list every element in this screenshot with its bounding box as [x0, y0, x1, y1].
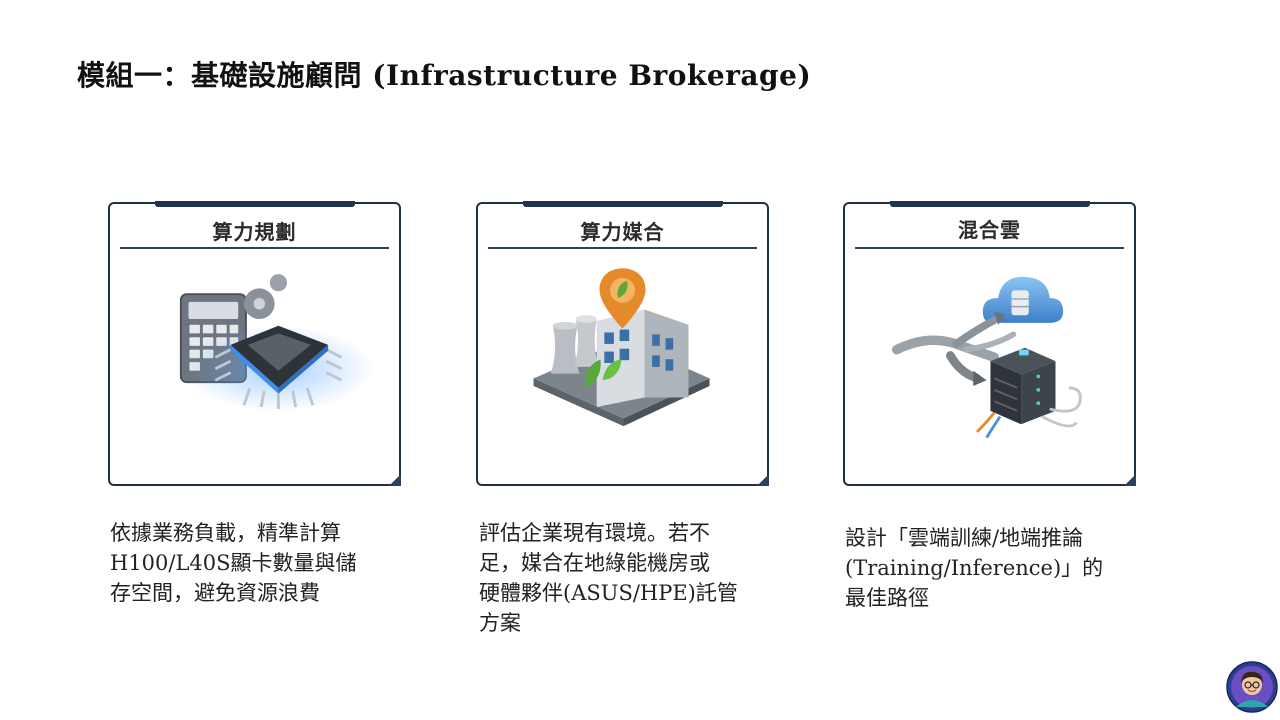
description-line: 足，媒合在地綠能機房或	[479, 551, 710, 575]
card-description-compute-matching: 評估企業現有環境。若不 足，媒合在地綠能機房或 硬體夥伴(ASUS/HPE)託管…	[479, 518, 779, 638]
card-title: 算力規劃	[212, 220, 297, 244]
description-line: 存空間，避免資源浪費	[110, 581, 320, 605]
card-top-accent	[889, 201, 1090, 207]
card-corner-accent	[757, 474, 769, 486]
hybrid-cloud-icon	[845, 254, 1134, 474]
card-title: 算力媒合	[580, 220, 665, 244]
avatar	[1226, 661, 1278, 713]
card-divider	[488, 247, 757, 249]
description-line: 設計「雲端訓練/地端推論	[845, 526, 1084, 550]
description-line: H100/L40S顯卡數量與儲	[110, 551, 357, 575]
card-divider	[120, 247, 389, 249]
description-line: 硬體夥伴(ASUS/HPE)託管	[479, 581, 738, 605]
card-compute-matching: 算力媒合	[476, 201, 769, 486]
card-corner-accent	[1124, 474, 1136, 486]
card-description-hybrid-cloud: 設計「雲端訓練/地端推論 (Training/Inference)」的 最佳路徑	[845, 523, 1145, 613]
description-line: (Training/Inference)」的	[845, 556, 1104, 580]
card-compute-planning: 算力規劃	[108, 201, 401, 486]
card-top-accent	[154, 201, 355, 207]
description-line: 評估企業現有環境。若不	[479, 521, 710, 545]
card-top-accent	[522, 201, 723, 207]
description-line: 方案	[479, 611, 521, 635]
calculator-chip-icon	[110, 254, 399, 474]
description-line: 最佳路徑	[845, 586, 929, 610]
card-hybrid-cloud: 混合雲	[843, 201, 1136, 486]
card-corner-accent	[389, 474, 401, 486]
card-description-compute-planning: 依據業務負載，精準計算 H100/L40S顯卡數量與儲 存空間，避免資源浪費	[110, 518, 410, 608]
description-line: 依據業務負載，精準計算	[110, 521, 341, 545]
green-datacenter-icon	[478, 254, 767, 474]
card-title: 混合雲	[958, 218, 1021, 242]
card-divider	[855, 247, 1124, 249]
page-title: 模組一：基礎設施顧問 (Infrastructure Brokerage)	[77, 59, 812, 92]
